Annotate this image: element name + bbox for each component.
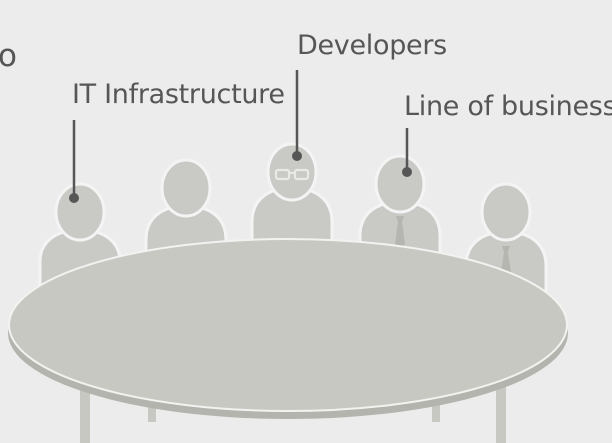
label-developers: Developers <box>297 30 447 61</box>
meeting-table <box>8 238 568 419</box>
label-line-of-business: Line of business <box>404 91 612 122</box>
label-it-infrastructure: IT Infrastructure <box>72 79 285 110</box>
tie-icon <box>395 216 405 250</box>
cut-off-label: o <box>0 38 17 74</box>
leader-line-it <box>69 120 79 203</box>
leader-line-developers <box>292 70 302 161</box>
leader-line-lob <box>402 128 412 177</box>
glasses-icon <box>274 168 310 181</box>
